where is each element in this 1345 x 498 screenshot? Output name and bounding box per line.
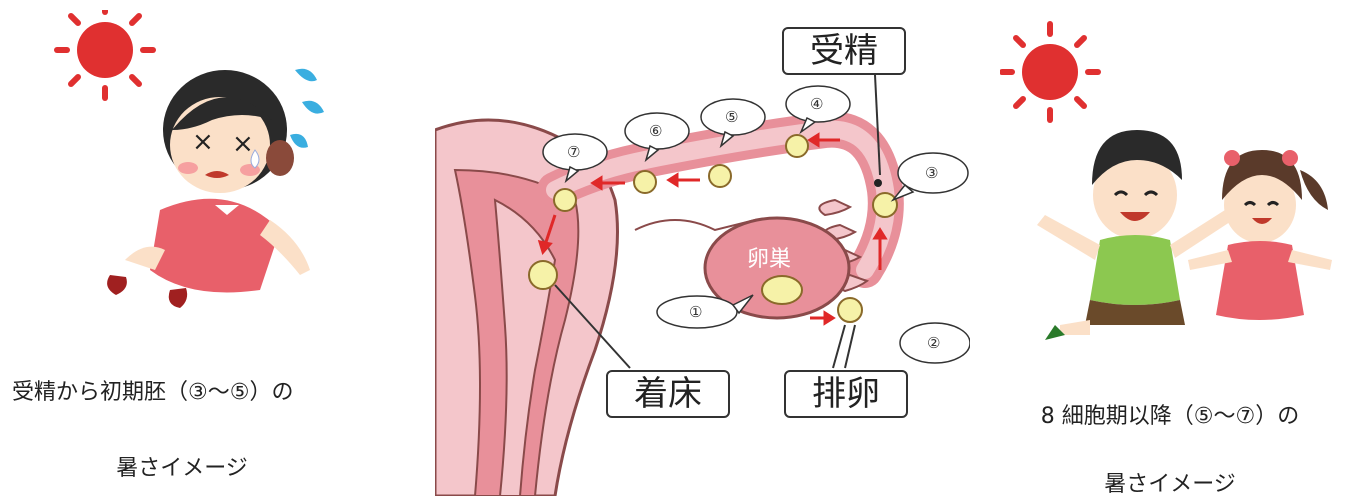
svg-text:×: × bbox=[232, 129, 254, 159]
right-caption-line2: 暑さイメージ bbox=[1000, 466, 1340, 498]
step-label-5: ⑤ bbox=[725, 108, 738, 126]
implantation-label: 着床 bbox=[606, 370, 730, 418]
step-label-4: ④ bbox=[810, 95, 823, 113]
boy-figure bbox=[1037, 130, 1233, 340]
sun-icon bbox=[1002, 24, 1098, 120]
sperm-dot bbox=[874, 179, 882, 187]
left-caption-line2: 暑さイメージ bbox=[12, 450, 352, 482]
happy-kids-illustration bbox=[1000, 20, 1340, 350]
step-label-1: ① bbox=[689, 303, 702, 321]
egg-step3 bbox=[873, 193, 897, 217]
egg-step7 bbox=[554, 189, 576, 211]
step-label-2: ② bbox=[927, 334, 940, 352]
fertilization-label: 受精 bbox=[782, 27, 906, 75]
step-label-6: ⑥ bbox=[649, 122, 662, 140]
step-label-7: ⑦ bbox=[567, 143, 580, 161]
egg-step4 bbox=[786, 135, 808, 157]
girl-figure: × × bbox=[107, 70, 310, 308]
step-bubble-2: ② bbox=[900, 323, 970, 363]
left-caption-line1: 受精から初期胚（③〜⑤）の bbox=[12, 374, 352, 406]
right-caption-line1: 8 細胞期以降（⑤〜⑦）の bbox=[1000, 398, 1340, 430]
egg-step6 bbox=[634, 171, 656, 193]
step-label-3: ③ bbox=[925, 164, 938, 182]
egg-ovulation bbox=[838, 298, 862, 322]
egg-step5 bbox=[709, 165, 731, 187]
hot-tired-girl-illustration: × × bbox=[40, 10, 340, 320]
ovary-label: 卵巣 bbox=[747, 247, 791, 272]
ovulation-label: 排卵 bbox=[784, 370, 908, 418]
sweat-drops-icon bbox=[290, 69, 324, 148]
egg-implantation bbox=[529, 261, 557, 289]
sun-icon bbox=[57, 10, 153, 98]
svg-text:×: × bbox=[192, 127, 214, 157]
step-bubble-3: ③ bbox=[893, 153, 968, 200]
